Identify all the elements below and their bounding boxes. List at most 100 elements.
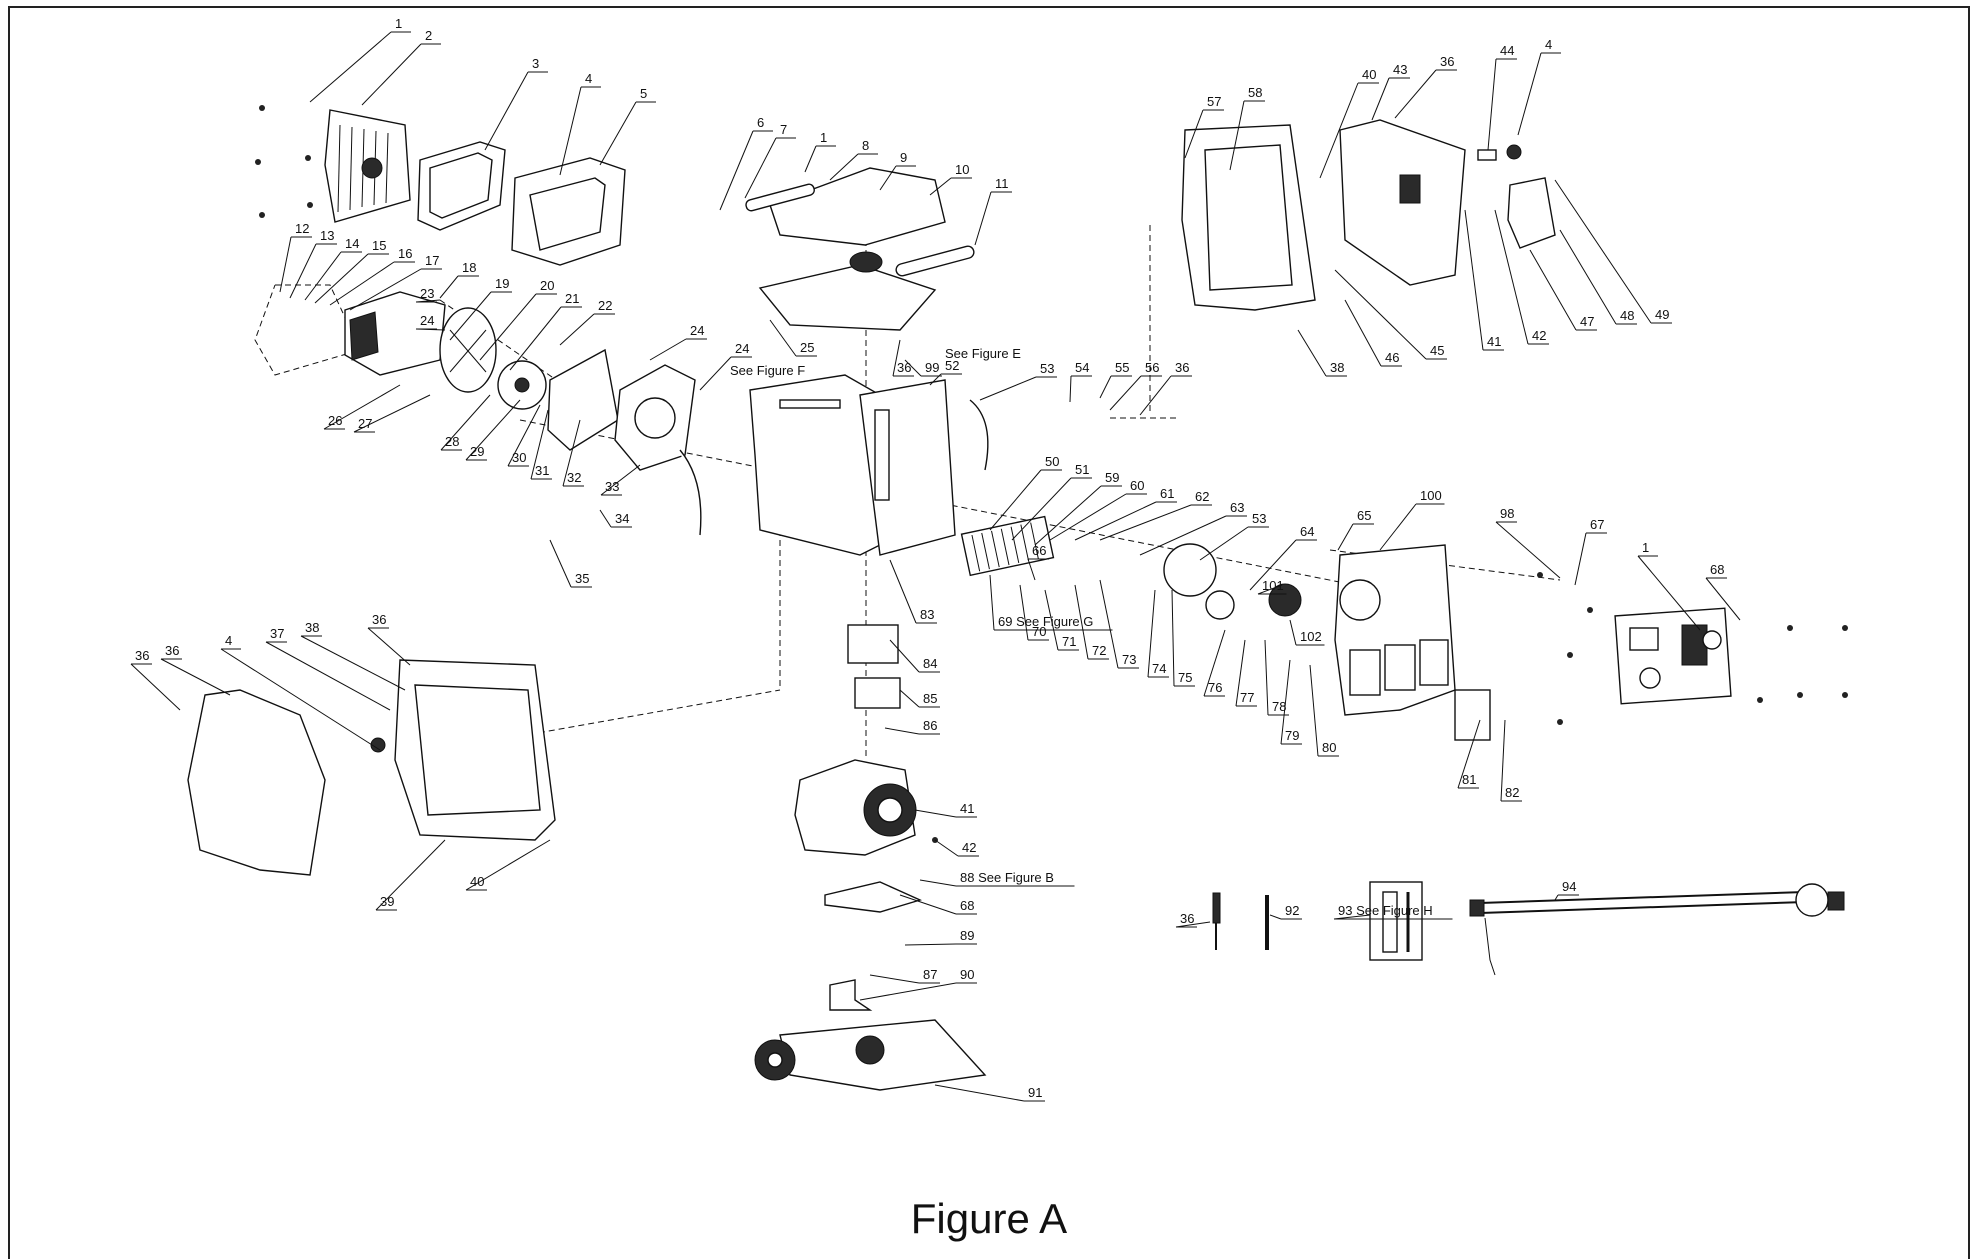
callout-leader xyxy=(1264,639,1269,716)
fuel-tank-part xyxy=(758,264,937,331)
vent-cover-part xyxy=(1454,689,1491,741)
callout-label: 76 xyxy=(1208,680,1222,695)
figure-title: Figure A xyxy=(910,1195,1068,1242)
callout-label: 37 xyxy=(270,626,284,641)
callout-label: 58 xyxy=(1248,85,1262,100)
callout-leader xyxy=(884,727,920,735)
main-frame-part xyxy=(749,374,881,556)
callout-leader xyxy=(899,689,920,708)
callout-label: 77 xyxy=(1240,690,1254,705)
callout-label: 100 xyxy=(1420,488,1442,503)
callout-label: 61 xyxy=(1160,486,1174,501)
callout-label: 36 xyxy=(897,360,911,375)
callout-label: 84 xyxy=(923,656,937,671)
callout-label: 50 xyxy=(1045,454,1059,469)
starter-part xyxy=(1163,543,1217,597)
callout-label: 81 xyxy=(1462,772,1476,787)
callout-label: 68 xyxy=(1710,562,1724,577)
diagram-frame xyxy=(8,6,1970,1259)
callout-label: 102 xyxy=(1300,629,1322,644)
callout-leader xyxy=(323,384,401,430)
callout-label: 4 xyxy=(585,71,592,86)
callout-label: 94 xyxy=(1562,879,1576,894)
callout-label: 24 xyxy=(690,323,704,338)
callout-leader xyxy=(744,137,777,199)
callout-leader xyxy=(439,275,459,299)
callout-leader xyxy=(1495,521,1561,579)
note-see-figure-f: See Figure F xyxy=(730,363,805,378)
callout-leader xyxy=(1074,584,1089,660)
callout-leader xyxy=(1139,375,1172,416)
callout-label: 48 xyxy=(1620,308,1634,323)
callout-leader xyxy=(415,299,441,303)
callout-label: 39 xyxy=(380,894,394,909)
callout-label: 59 xyxy=(1105,470,1119,485)
callout-leader xyxy=(889,559,917,624)
callout-leader xyxy=(989,469,1042,531)
callout-label: 78 xyxy=(1272,699,1286,714)
base-plate-part xyxy=(824,881,922,913)
callout-label: 15 xyxy=(372,238,386,253)
callout-leader xyxy=(1705,577,1741,621)
callout-leader xyxy=(934,839,959,857)
callout-label: 24 xyxy=(735,341,749,356)
callout-leader xyxy=(1175,921,1211,928)
callout-leader xyxy=(1371,77,1390,121)
callout-leader xyxy=(1099,504,1192,541)
callout-leader xyxy=(440,394,491,451)
callout-label: 1 xyxy=(1642,540,1649,555)
callout-leader xyxy=(449,291,492,341)
callout-label: 66 xyxy=(1032,543,1046,558)
callout-leader xyxy=(1109,375,1142,411)
callout-leader xyxy=(1529,249,1577,331)
callout-label: 73 xyxy=(1122,652,1136,667)
callout-label: 31 xyxy=(535,463,549,478)
callout-leader xyxy=(1494,209,1529,345)
callout-leader xyxy=(859,982,957,1001)
callout-leader xyxy=(329,261,395,306)
callout-leader xyxy=(507,404,541,467)
callout-leader xyxy=(1229,100,1245,171)
handle-grip-right xyxy=(895,245,975,277)
regulator-part xyxy=(1795,883,1829,917)
callout-leader xyxy=(220,648,381,751)
callout-label: 21 xyxy=(565,291,579,306)
left-cover-part xyxy=(187,689,326,876)
callout-leader xyxy=(600,464,641,496)
knob-part xyxy=(1506,144,1522,160)
rear-cover-hole xyxy=(361,157,383,179)
callout-label: 20 xyxy=(540,278,554,293)
callout-leader xyxy=(879,165,897,191)
callout-label: 29 xyxy=(470,444,484,459)
callout-leader xyxy=(279,236,292,293)
callout-label: 25 xyxy=(800,340,814,355)
callout-leader xyxy=(1574,532,1587,586)
callout-leader xyxy=(1019,584,1029,641)
callout-label: 93 See Figure H xyxy=(1338,903,1433,918)
callout-leader xyxy=(1337,523,1354,551)
callout-leader xyxy=(465,839,551,891)
callout-leader xyxy=(309,31,392,103)
callout-leader xyxy=(1074,501,1157,541)
callout-leader xyxy=(314,253,369,304)
callout-leader xyxy=(899,894,957,915)
callout-leader xyxy=(599,101,637,166)
callout-label: 85 xyxy=(923,691,937,706)
callout-label: 16 xyxy=(398,246,412,261)
callout-label: 56 xyxy=(1145,360,1159,375)
callout-label: 51 xyxy=(1075,462,1089,477)
callout-label: 12 xyxy=(295,221,309,236)
starter-cover-part xyxy=(1268,583,1302,617)
callout-leader xyxy=(869,974,920,984)
callout-label: 36 xyxy=(135,648,149,663)
callout-label: 69 See Figure G xyxy=(998,614,1093,629)
callout-leader xyxy=(304,251,342,301)
callout-leader xyxy=(484,71,529,151)
callout-label: 44 xyxy=(1500,43,1514,58)
wheel-bracket-part xyxy=(829,979,873,1011)
callout-label: 36 xyxy=(1440,54,1454,69)
callout-leader xyxy=(1334,269,1427,360)
callout-leader xyxy=(929,373,942,386)
callout-label: 53 xyxy=(1040,361,1054,376)
